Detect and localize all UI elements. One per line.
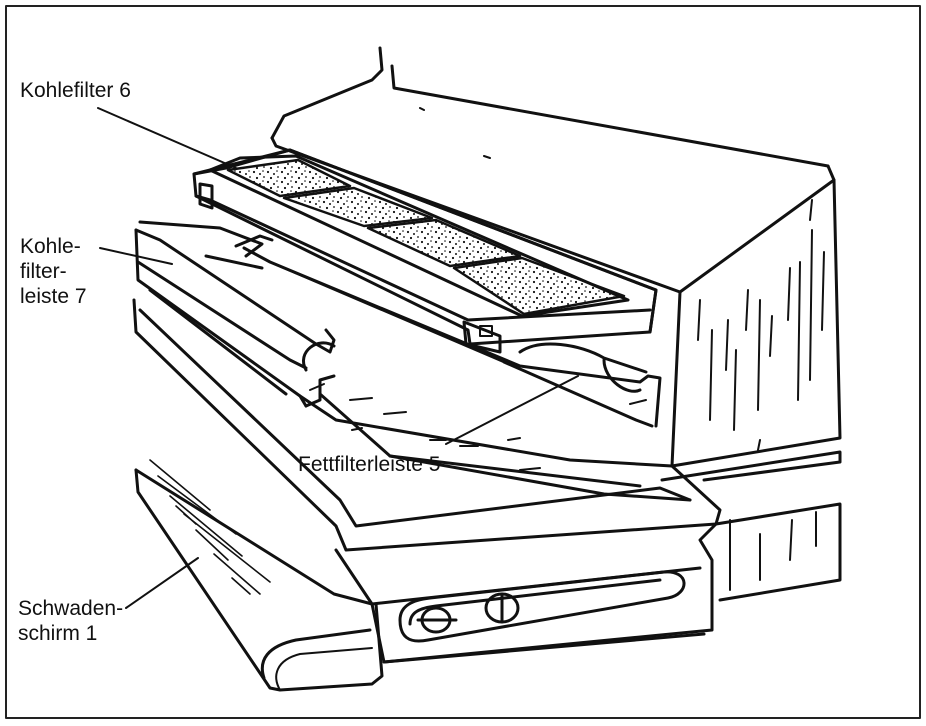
leader-lines [97,107,579,609]
label-schwadenschirm: Schwaden- schirm 1 [18,596,123,646]
label-schwadenschirm-line-2: schirm 1 [18,622,98,645]
label-kohlefilterleiste: Kohle- filter- leiste 7 [20,234,87,309]
filter-pads [226,158,626,316]
carbon-filter-tray [192,148,658,354]
cooktop-surface [132,298,842,552]
label-fettfilterleiste: Fettfilterleiste 5 [298,453,441,476]
label-schwadenschirm-line-1: Schwaden- [18,597,124,620]
frame-border [5,5,921,719]
visor-panel [134,459,384,692]
leader-fettfilterleiste [445,375,579,445]
label-kohlefilterleiste-line-2: filter- [20,260,67,283]
leader-kohlefilterleiste [99,247,173,265]
label-kohlefilterleiste-line-1: Kohle- [20,235,81,258]
front-control-strip [334,502,842,664]
hood-housing [270,46,842,468]
label-kohlefilter: Kohlefilter 6 [20,79,131,102]
leader-kohlefilter [97,107,237,169]
grease-filter-rail [242,246,662,428]
leader-schwadenschirm [125,557,199,609]
carbon-filter-rail [134,220,336,408]
label-kohlefilterleiste-line-3: leiste 7 [20,285,87,308]
control-knobs [416,592,520,634]
